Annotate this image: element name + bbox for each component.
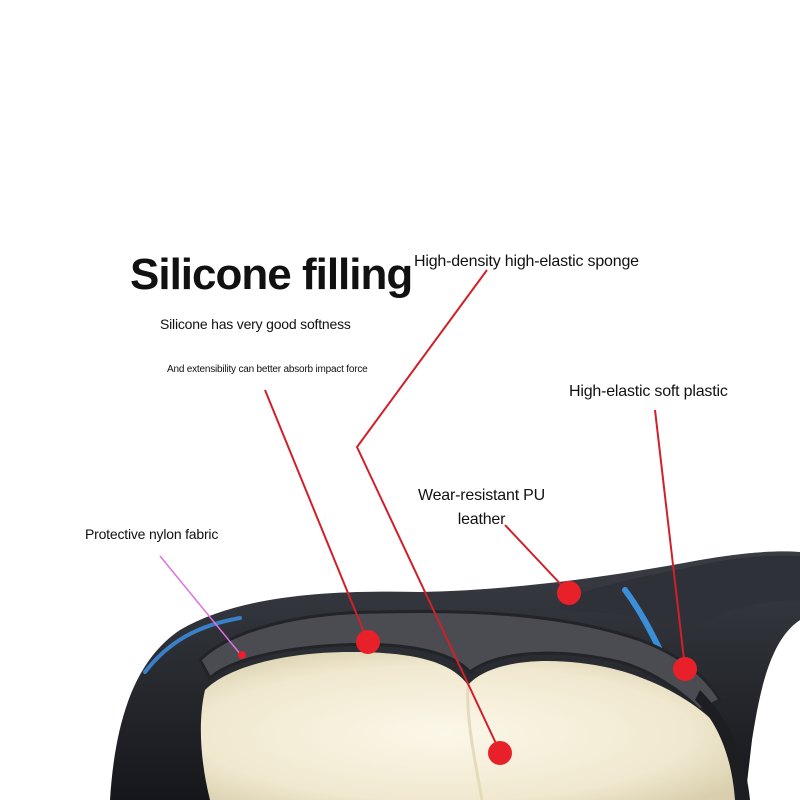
callout-dot-pu (557, 581, 581, 605)
leader-line-silicone (264, 389, 369, 643)
blue-accent-stripe (622, 587, 663, 653)
silicone-softness-caption: Silicone has very good softness (160, 316, 351, 332)
nylon-fabric-label: Protective nylon fabric (85, 526, 219, 542)
glove-thumb-shell (560, 555, 800, 630)
leader-line-pu (504, 524, 569, 593)
callout-dot-silicone (356, 630, 380, 654)
blue-accent-stripe (143, 616, 242, 674)
soft-plastic-label: High-elastic soft plastic (569, 383, 728, 400)
leader-line-plastic (654, 409, 686, 669)
sponge-foam (200, 652, 743, 800)
foam-divide (466, 684, 484, 800)
leader-line-sponge (355, 269, 501, 753)
callout-dot-nylon (238, 651, 246, 659)
silicone-extensibility-caption: And extensibility can better absorb impa… (167, 364, 368, 375)
silicone-filling-title: Silicone filling (130, 250, 413, 299)
callout-dot-sponge (488, 741, 512, 765)
soft-plastic-edge (695, 690, 750, 800)
pu-leather-label-line1: Wear-resistant PU (418, 487, 546, 504)
pu-leather-label: Wear-resistant PU leather (418, 484, 545, 532)
sponge-label: High-density high-elastic sponge (414, 253, 639, 270)
callout-dot-plastic (673, 657, 697, 681)
leader-line-nylon (159, 555, 242, 656)
pu-leather-label-line2: leather (457, 511, 506, 528)
